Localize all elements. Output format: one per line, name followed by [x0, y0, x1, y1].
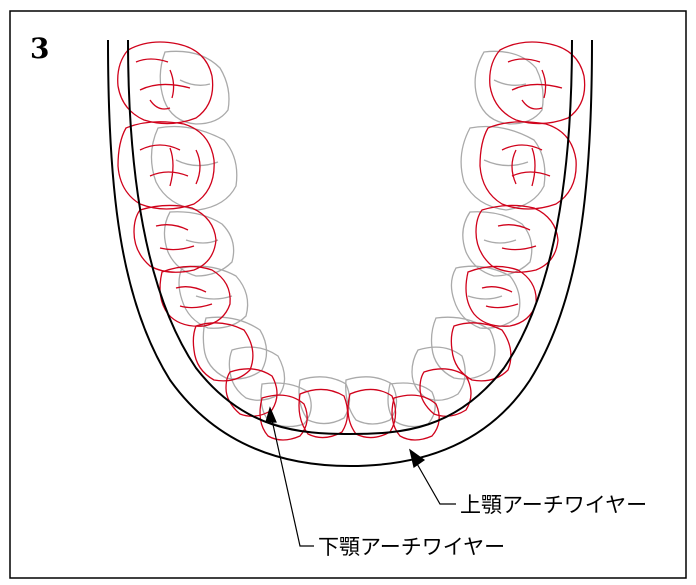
- upper-teeth-outline: [151, 51, 544, 426]
- upper-wire-arrowhead: [410, 450, 424, 467]
- figure-number: 3: [30, 32, 49, 65]
- lower-wire-label: 下顎アーチワイヤー: [318, 535, 505, 559]
- lower-wire-arrowhead: [266, 408, 276, 422]
- leader-lines: [266, 408, 456, 546]
- upper-wire-label: 上顎アーチワイヤー: [460, 493, 647, 517]
- lower-archwire: [128, 40, 572, 434]
- upper-wire-leader: [416, 462, 456, 504]
